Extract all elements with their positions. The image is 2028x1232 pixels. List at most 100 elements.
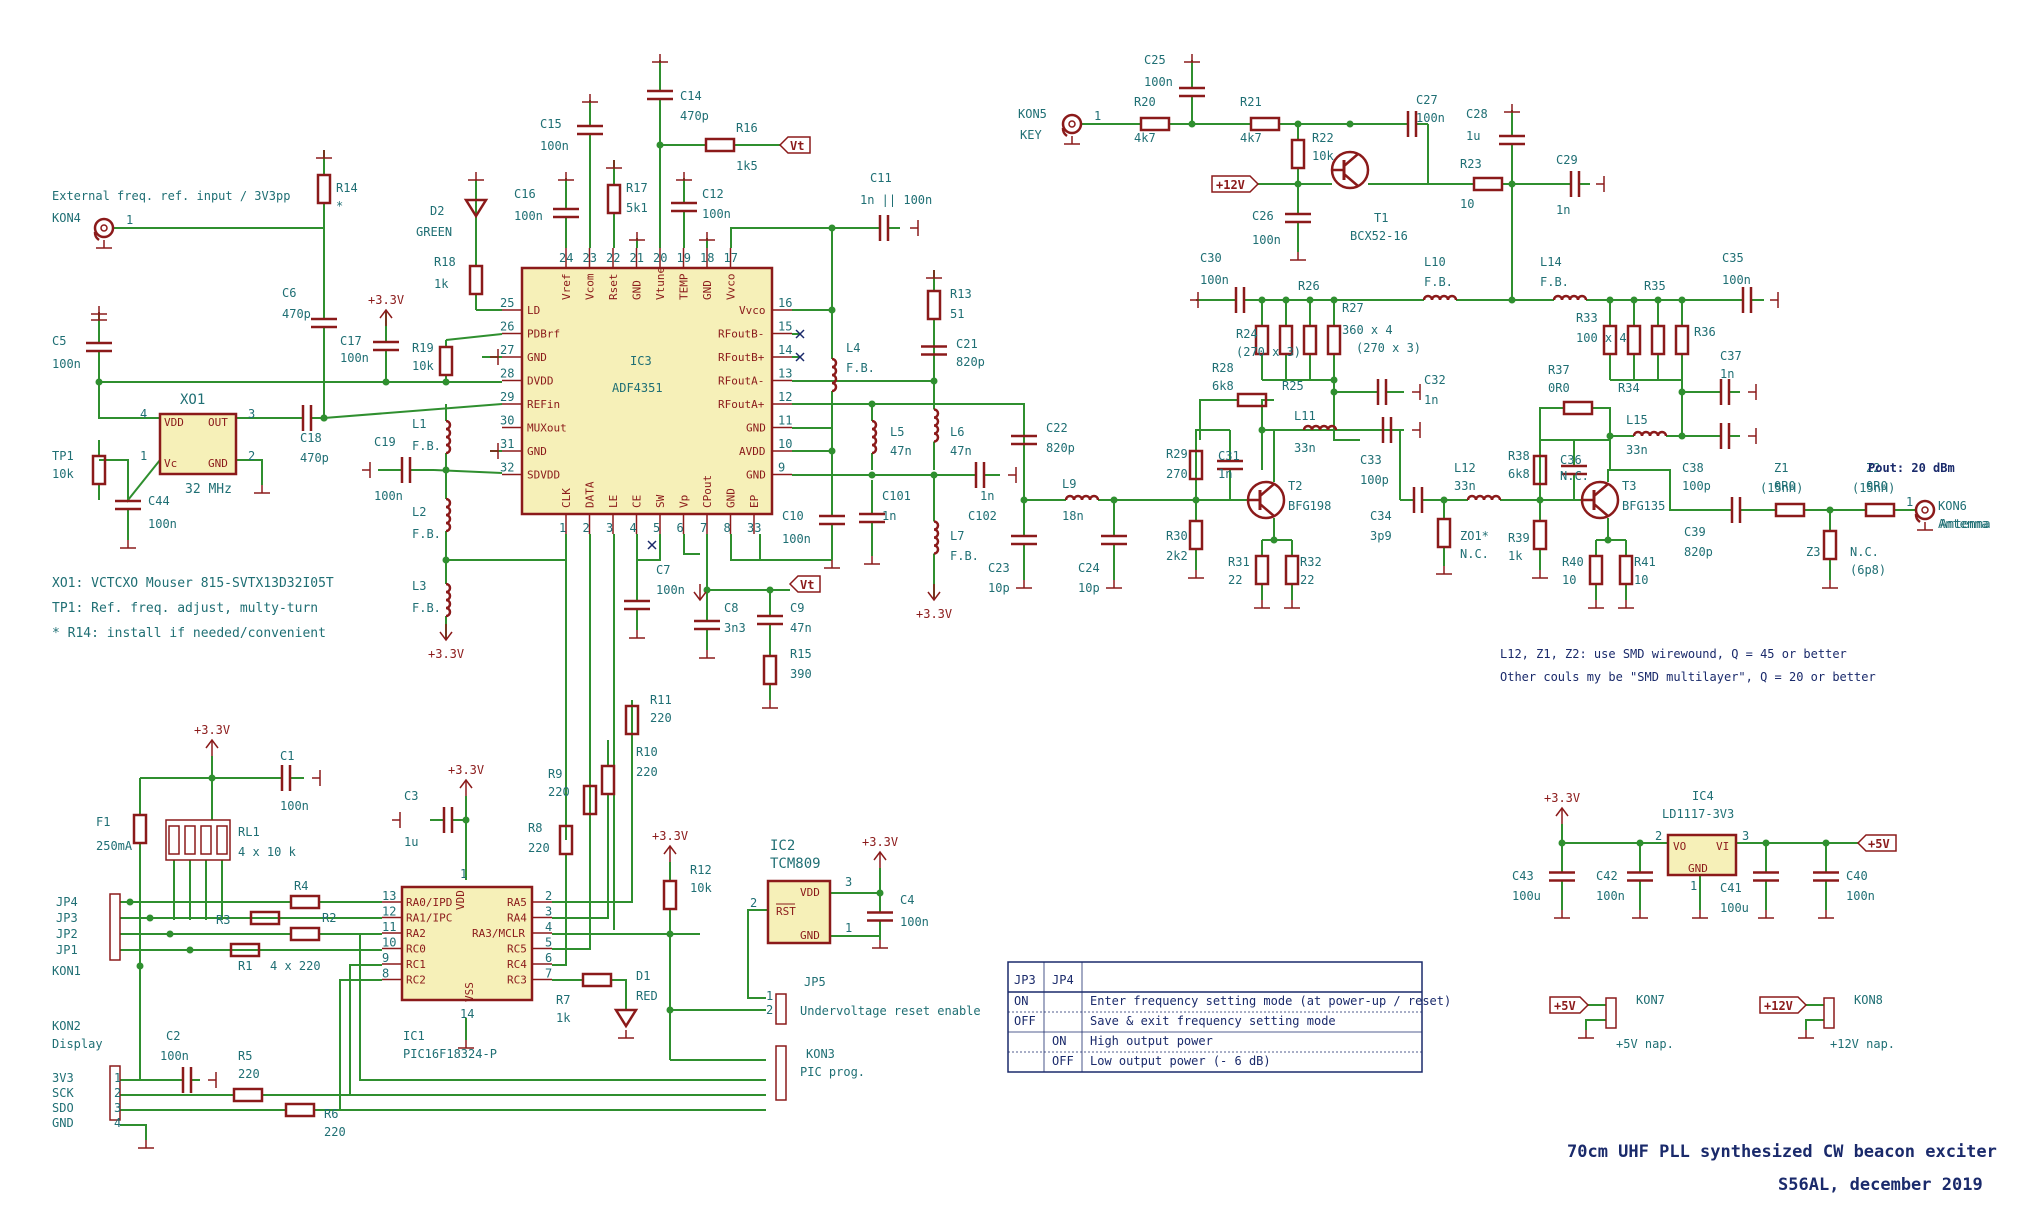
wire (323, 403, 503, 419)
ref-r21: R21 (1240, 95, 1262, 109)
ground-symbol (1436, 566, 1452, 575)
kon4-label: KON4 (52, 211, 81, 225)
capacitor-c44 (115, 499, 141, 511)
ic1-ref: IC1 (403, 1029, 425, 1043)
resistor-bank (1302, 324, 1318, 356)
ref-r8: R8 (528, 821, 542, 835)
nap12-note: +12V nap. (1830, 1037, 1895, 1051)
ref-c1: C1 (280, 749, 294, 763)
power-arrow (1555, 806, 1569, 824)
inductor-l15 (1632, 430, 1668, 437)
value-r40: 10 (1562, 573, 1576, 587)
value-r13: 51 (950, 307, 964, 321)
ic3-pin-label: Vtune (654, 267, 667, 300)
resistor-r7 (581, 972, 613, 988)
value-c101: 1n (882, 509, 896, 523)
ground-symbol (1917, 522, 1933, 531)
inductor-l10 (1422, 294, 1458, 301)
ic1-vss: VSS (463, 982, 476, 1002)
ic3-pin-label: EP (748, 494, 761, 508)
ic1-vdd: VDD (454, 890, 467, 910)
power-arrow (379, 308, 393, 326)
capacitor-c34 (1412, 487, 1424, 513)
value-rl1: 4 x 10 k (238, 845, 297, 859)
other-note: Other couls my be "SMD multilayer", Q = … (1500, 670, 1876, 684)
capacitor-c36 (1561, 464, 1587, 476)
ic4-p3: 3 (1742, 829, 1749, 843)
xo1-p2: 2 (248, 449, 255, 463)
resistor-r28 (1236, 392, 1268, 408)
inductor-z1 (1774, 502, 1806, 518)
value-r24: (270 x 3) (1236, 345, 1301, 359)
ref-r24: R24 (1236, 327, 1258, 341)
flag-text: Vt (800, 578, 814, 592)
ground-symbol (1504, 104, 1520, 113)
xo1-p1: 1 (140, 449, 147, 463)
ic4-name: LD1117-3V3 (1662, 807, 1734, 821)
capacitor-c16 (553, 207, 579, 219)
ref-l4: L4 (846, 341, 860, 355)
capacitor-c37 (1719, 379, 1731, 405)
pin-num: 1 (1906, 495, 1913, 509)
junction-dot (1654, 296, 1662, 304)
ic3-pin-num: 2 (583, 521, 590, 535)
value-c16: 100n (514, 209, 543, 223)
value-c7: 100n (656, 583, 685, 597)
ic1-vss-n: 14 (460, 1007, 474, 1021)
value-r8: 220 (528, 841, 550, 855)
value-c44: 100n (148, 517, 177, 531)
kon5-label: KON5 (1018, 107, 1047, 121)
ground-symbol (316, 150, 332, 159)
wire (637, 534, 661, 561)
led-d1 (613, 1008, 639, 1029)
ic3-pin-num: 18 (700, 251, 714, 265)
ic3-pin-num: 30 (500, 414, 514, 428)
ref-z3: Z3 (1806, 545, 1820, 559)
ref-l12: L12 (1454, 461, 1476, 475)
ref-c42: C42 (1596, 869, 1618, 883)
ref-r11: R11 (650, 693, 672, 707)
ref-r18: R18 (434, 255, 456, 269)
wire (792, 228, 833, 311)
value-r32: 22 (1300, 573, 1314, 587)
jumper-block (109, 893, 121, 961)
ic1-pin-label: RC5 (507, 943, 527, 956)
value-r5: 220 (238, 1067, 260, 1081)
ground-symbol (1618, 600, 1634, 609)
tp1-note: TP1: Ref. freq. adjust, multy-turn (52, 601, 318, 616)
ref-r41: R41 (1634, 555, 1656, 569)
value-c29: 1n (1556, 203, 1570, 217)
ref-r1: R1 (238, 959, 252, 973)
net-flag: Vt (788, 575, 821, 593)
ref-r37: R37 (1548, 363, 1570, 377)
ref-l1: L1 (412, 417, 426, 431)
ground-symbol (629, 232, 645, 241)
ref-r6: R6 (324, 1107, 338, 1121)
wire (759, 534, 832, 561)
ic1-name: PIC16F18324-P (403, 1047, 497, 1061)
wire (1596, 407, 1611, 470)
ic3-pin-num: 13 (778, 367, 792, 381)
xo1-gnd: GND (208, 457, 228, 470)
resistor-bank-2 (1650, 324, 1666, 356)
ic3-pin-label: Vcom (584, 273, 597, 300)
value-z2: 0R0 (1866, 479, 1888, 493)
ref-r2: R2 (322, 911, 336, 925)
ref-c40: C40 (1846, 869, 1868, 883)
resistor-r8 (558, 824, 574, 856)
ic1-pin-num: 4 (545, 920, 552, 934)
r14-note: * R14: install if needed/convenient (52, 626, 326, 641)
ground-symbol (1596, 176, 1605, 192)
value-l1: F.B. (412, 439, 441, 453)
capacitor-c41 (1753, 871, 1779, 882)
power-arrow (205, 738, 219, 756)
ic1-pin-num: 10 (382, 936, 396, 950)
ic1-pin-label: RA2 (406, 927, 426, 940)
wire (1023, 470, 1066, 501)
wire (445, 333, 503, 341)
wire (1274, 429, 1401, 500)
value-c4: 100n (900, 915, 929, 929)
ref-kon7: KON7 (1636, 993, 1665, 1007)
table-head-jp3: JP3 (1014, 973, 1036, 987)
ic3-pin-num: 31 (500, 437, 514, 451)
